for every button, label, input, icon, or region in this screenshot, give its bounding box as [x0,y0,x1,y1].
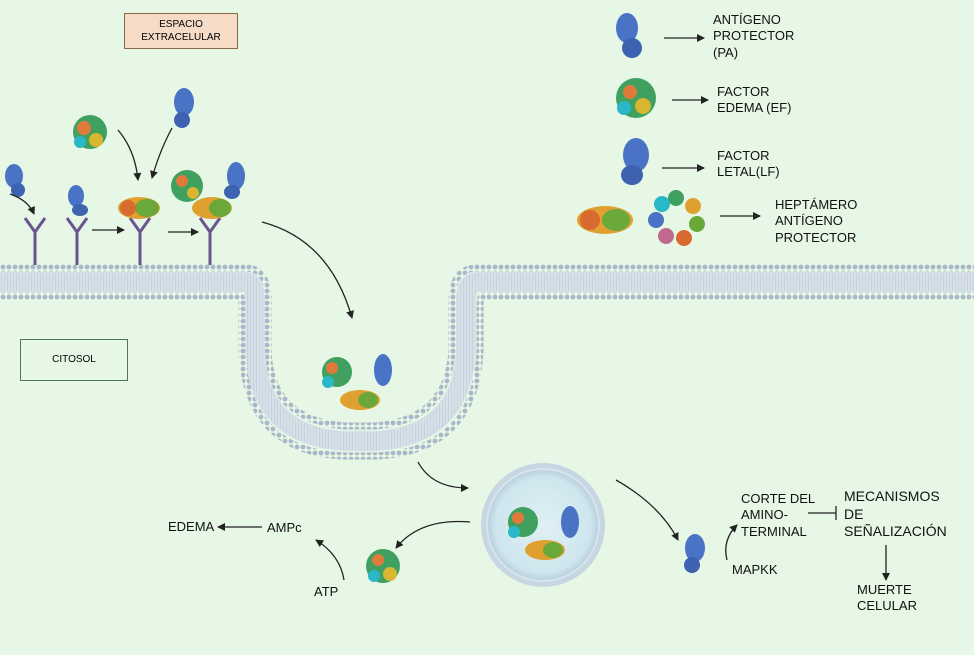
plasma-membrane [0,258,974,460]
lf-cytosol-icon [684,534,705,573]
pa-protein-icon-2 [68,185,88,216]
arrow-lf-release [615,479,679,541]
legend-pa-icon [616,13,642,58]
signaling-label: MECANISMOS DE SEÑALIZACIÓN [844,488,947,539]
mapkk-label: MAPKK [732,562,778,577]
legend-ef-label: FACTOR EDEMA (EF) [717,84,792,116]
legend-heptamer-label: HEPTÁMERO ANTÍGENO PROTECTOR [775,197,858,245]
pa-protein-icon-4 [224,162,245,199]
endosome-vesicle [481,463,605,587]
legend-lf-icon [621,138,649,185]
arrows [9,34,890,581]
arrow-endocytosis [261,221,354,319]
ef-protein-icon-2 [171,170,203,202]
ef-protein-icon-1 [73,115,107,149]
complex-in-pit [322,354,392,410]
death-label: MUERTE CELULAR [857,582,917,614]
receptor-4 [198,217,222,265]
edema-label: EDEMA [168,519,215,534]
heptamer-icon-2 [192,197,232,219]
arrow-atp-to-campc [315,539,345,581]
legend-ef-icon [616,78,656,118]
receptor-2 [65,217,89,265]
cytosol-label-box: CITOSOL [20,339,128,381]
receptor-3 [128,217,152,265]
pa-protein-icon-3 [174,88,194,128]
arrow-to-endosome [417,461,469,492]
legend-heptamer-top-icon [648,190,705,246]
arrow-mapkk-cleavage [725,524,738,561]
legend-pa-label: ANTÍGENO PROTECTOR (PA) [713,12,795,60]
extracellular-label-box: ESPACIO EXTRACELULAR [124,13,238,49]
cleavage-label: CORTE DEL AMINO- TERMINAL [741,491,816,539]
ef-cytosol-icon [366,549,400,583]
legend-lf-label: FACTOR LETAL(LF) [717,148,780,180]
arrow-ef-binds [117,129,142,181]
arrow-pa-to-receptor [9,193,35,215]
heptamer-icon-1 [118,197,160,219]
legend-heptamer-side-icon [577,206,633,234]
campc-label: AMPc [267,520,302,535]
arrow-pa-binds [150,127,173,179]
arrow-ef-release [395,520,471,549]
receptor-1 [23,217,47,265]
atp-label: ATP [314,584,339,599]
pa-protein-icon-1 [5,164,25,197]
